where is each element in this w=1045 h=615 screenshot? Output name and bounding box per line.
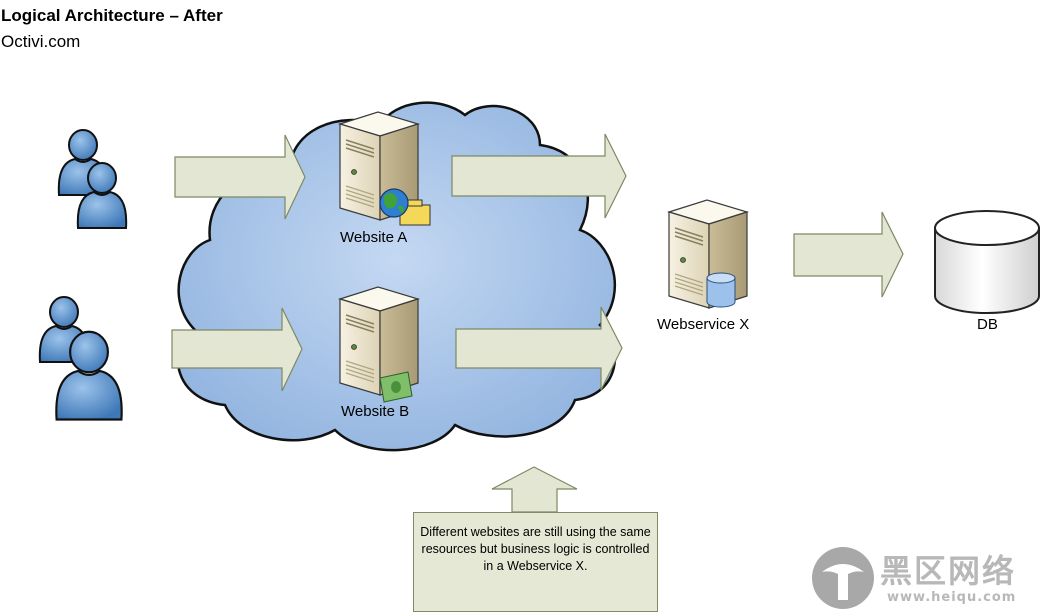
webservice-x-label: Webservice X <box>657 316 750 333</box>
watermark-cn-text: 黑区网络 <box>880 552 1017 590</box>
database-small-icon <box>706 272 736 308</box>
page-title: Logical Architecture – After <box>1 6 223 25</box>
globe-folder-icon <box>379 188 431 226</box>
money-icon <box>379 371 413 403</box>
arrow-users-to-website-b <box>171 307 303 392</box>
watermark-url-text: www.heiqu.com <box>887 590 1017 605</box>
users-icon-top <box>57 129 128 229</box>
arrow-website-b-to-webservice <box>455 306 623 391</box>
note-pointer-arrow <box>491 466 578 513</box>
db-cylinder-icon <box>934 210 1040 314</box>
website-a-label: Website A <box>340 229 408 246</box>
db-label: DB <box>977 316 998 333</box>
arrow-webservice-to-db <box>793 211 904 298</box>
arrow-website-a-to-webservice <box>451 133 627 219</box>
website-b-label: Website B <box>341 403 410 420</box>
arrow-users-to-website-a <box>174 134 306 220</box>
users-icon-bottom <box>38 296 123 421</box>
watermark-logo-icon <box>812 547 874 609</box>
page-subtitle: Octivi.com <box>1 32 81 51</box>
note-box: Different websites are still using the s… <box>413 512 658 612</box>
